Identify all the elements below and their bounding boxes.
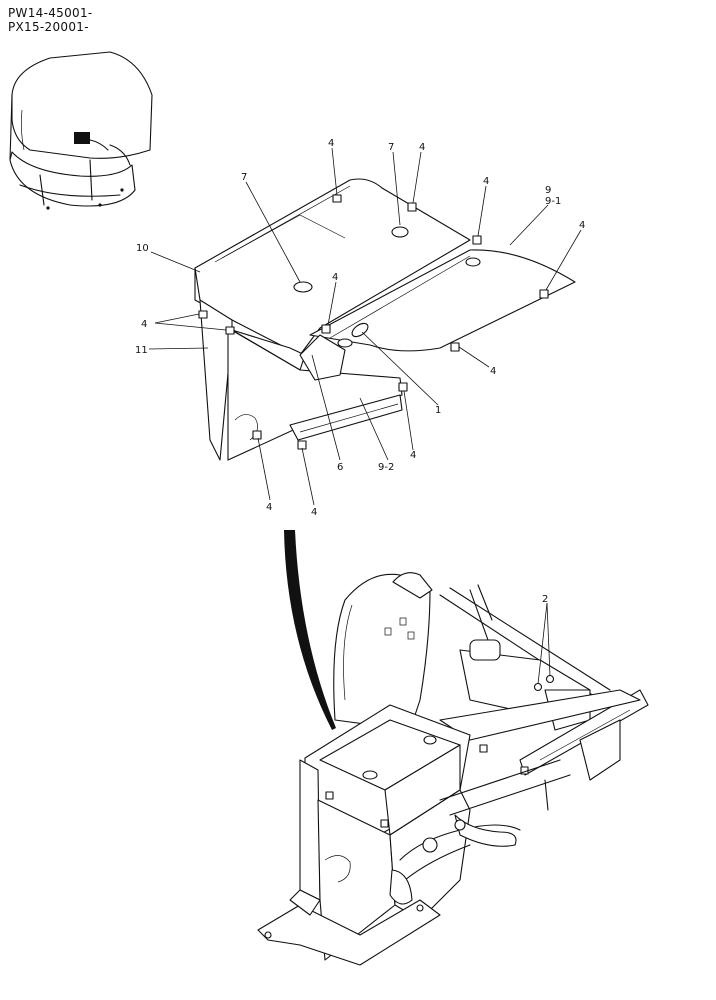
callout-2: 2: [542, 594, 548, 605]
callout-7: 7: [241, 172, 247, 183]
callout-9-1: 9-1: [545, 196, 561, 207]
callout-11: 11: [135, 345, 148, 356]
machine-frame-view: [257, 572, 649, 966]
callout-4: 4: [410, 450, 416, 461]
callout-4: 4: [311, 507, 317, 518]
callout-4: 4: [141, 319, 147, 330]
callout-1: 1: [435, 405, 441, 416]
callout-6: 6: [337, 462, 343, 473]
callout-4: 4: [490, 366, 496, 377]
callout-4: 4: [266, 502, 272, 513]
serial-range-2: PX15-20001-: [8, 20, 89, 34]
callout-4: 4: [419, 142, 425, 153]
callout-4: 4: [332, 272, 338, 283]
thumbnail-machine-illustration: [9, 51, 153, 210]
callout-7: 7: [388, 142, 394, 153]
callout-9: 9: [545, 185, 551, 196]
callout-9-2: 9-2: [378, 462, 394, 473]
seat-stand-cover-assembly: [194, 178, 576, 461]
leader-lines: [148, 147, 582, 506]
callout-4: 4: [483, 176, 489, 187]
callout-4: 4: [579, 220, 585, 231]
callout-4: 4: [328, 138, 334, 149]
callout-10: 10: [136, 243, 149, 254]
model-serial-header: PW14-45001- PX15-20001-: [8, 6, 93, 34]
assembly-arrow: [284, 530, 336, 730]
serial-range-1: PW14-45001-: [8, 6, 93, 20]
callout-labels: 4 7 7 4 4 9 9-1 4 10 4 4 11 4 1 6 4 9-2 …: [135, 138, 585, 605]
